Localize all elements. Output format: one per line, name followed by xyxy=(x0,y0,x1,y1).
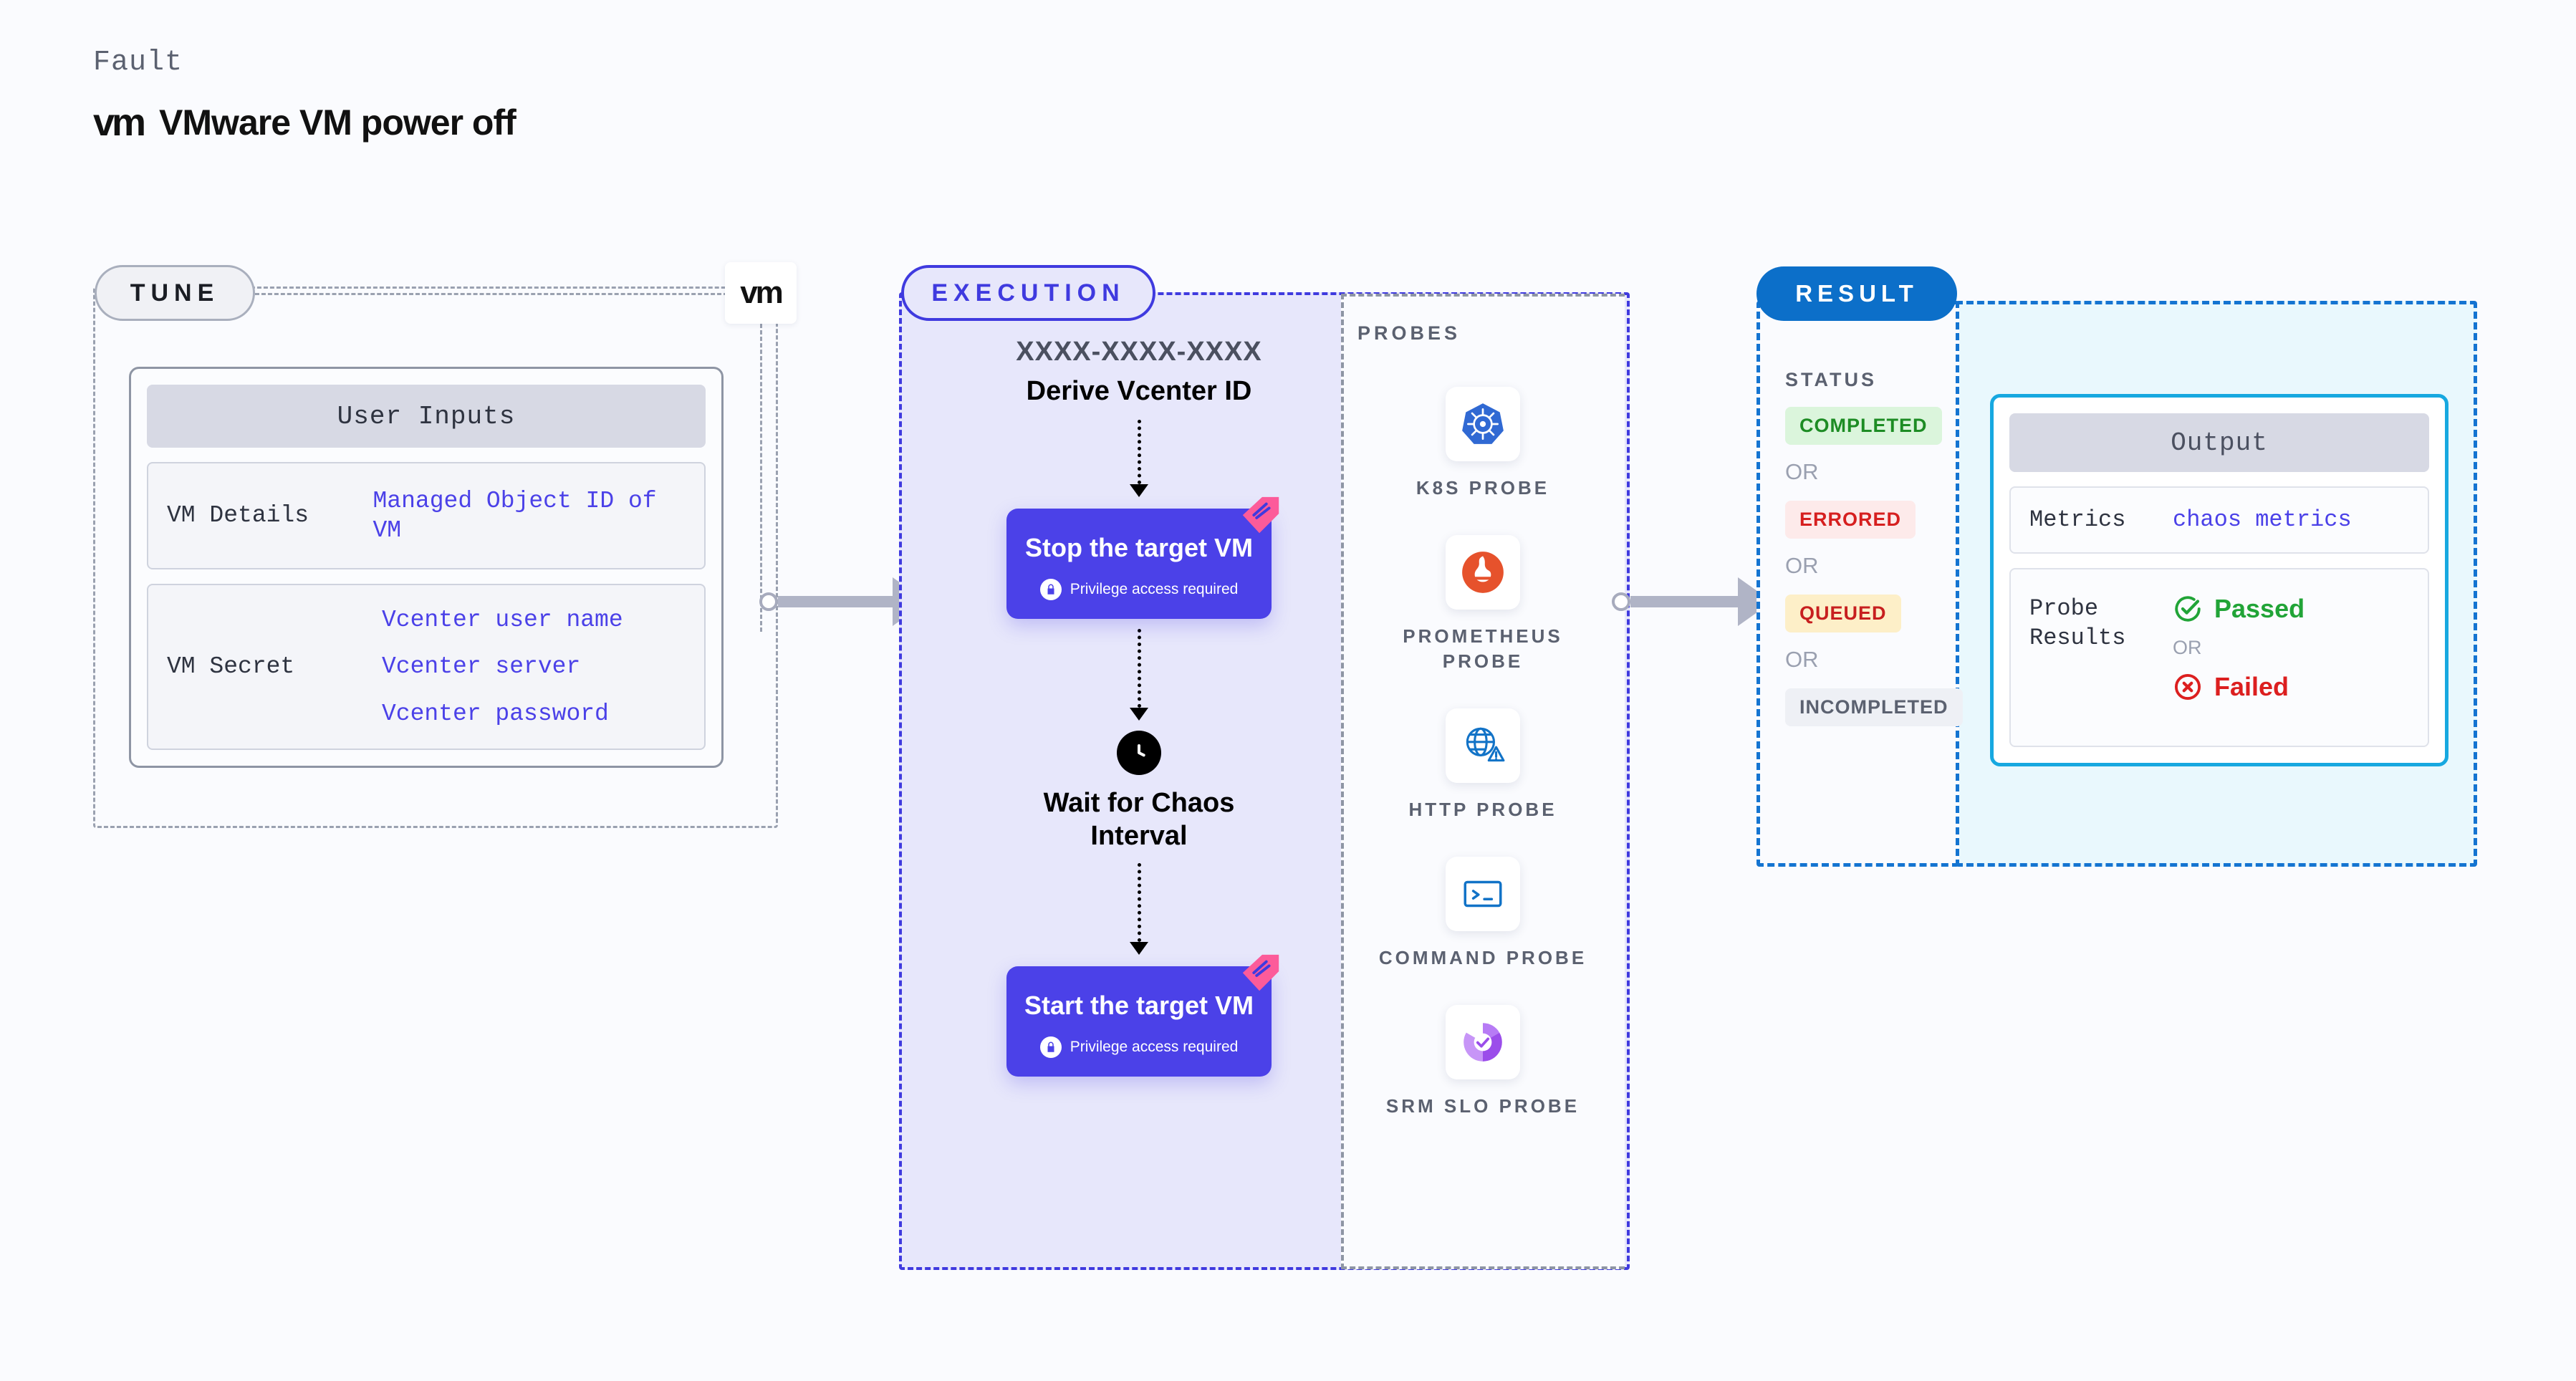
derive-vcenter-id-label: Derive Vcenter ID xyxy=(1026,376,1252,406)
status-title: STATUS xyxy=(1785,369,1877,390)
probe-item-command[interactable]: COMMAND PROBE xyxy=(1379,857,1587,971)
probe-label: K8S PROBE xyxy=(1416,477,1550,499)
flow-arrow-1 xyxy=(1130,420,1148,497)
probes-list: K8S PROBE PROMETHEUS PROBE HTTP PROBE xyxy=(1341,387,1625,1120)
connector-bar xyxy=(1630,596,1739,607)
start-card-privilege-row: Privilege access required xyxy=(1021,1036,1257,1058)
start-card-title: Start the target VM xyxy=(1024,990,1254,1020)
execution-pill-label[interactable]: EXECUTION xyxy=(901,265,1155,321)
start-card-privilege-text: Privilege access required xyxy=(1070,1038,1239,1055)
arrow-tip xyxy=(1130,708,1148,721)
input-value: Vcenter password xyxy=(382,700,609,727)
probe-results-label: Probe Results xyxy=(2029,595,2126,652)
input-value: Managed Object ID of VM xyxy=(373,487,657,544)
flow-arrow-2 xyxy=(1130,629,1148,721)
prometheus-icon xyxy=(1446,535,1520,610)
stop-card-privilege-row: Privilege access required xyxy=(1021,579,1257,600)
output-title: Output xyxy=(2009,413,2429,472)
probe-item-k8s[interactable]: K8S PROBE xyxy=(1416,387,1549,501)
metrics-value: chaos metrics xyxy=(2173,506,2352,534)
input-label: VM Secret xyxy=(167,653,295,680)
connector-start-dot xyxy=(1612,592,1630,611)
stop-card-title: Stop the target VM xyxy=(1024,533,1253,562)
vmware-badge-icon: vm xyxy=(725,262,797,324)
or-separator: OR xyxy=(1785,553,1819,578)
http-globe-warning-icon xyxy=(1445,708,1520,784)
probes-title: PROBES xyxy=(1357,322,1461,344)
input-value: Vcenter server xyxy=(382,653,581,680)
probe-item-prometheus[interactable]: PROMETHEUS PROBE xyxy=(1375,535,1590,674)
chaos-badge-icon xyxy=(1242,496,1279,534)
or-separator: OR xyxy=(1785,647,1819,672)
chaos-badge-icon xyxy=(1242,954,1279,991)
output-card: Output Metrics chaos metrics Probe Resul… xyxy=(1990,394,2448,766)
passed-label: Passed xyxy=(2214,593,2305,623)
vmware-badge-stem xyxy=(760,324,762,632)
metrics-label: Metrics xyxy=(2029,506,2126,533)
clock-icon xyxy=(1117,731,1161,775)
page-kicker: Fault xyxy=(93,47,183,79)
status-badge-queued: QUEUED xyxy=(1785,595,1901,632)
check-circle-icon xyxy=(2175,595,2201,622)
vmware-logo-icon: vm xyxy=(93,101,146,144)
result-status-panel xyxy=(1756,301,1959,867)
kubernetes-icon xyxy=(1445,387,1520,461)
failed-label: Failed xyxy=(2214,671,2289,701)
status-badge-completed: COMPLETED xyxy=(1785,407,1942,445)
srm-slo-icon xyxy=(1445,1005,1520,1080)
connector-start-dot xyxy=(759,592,778,611)
probe-label: PROMETHEUS PROBE xyxy=(1403,625,1563,673)
input-label: VM Details xyxy=(167,501,309,529)
probe-result-failed: Failed xyxy=(2173,672,2305,702)
terminal-icon xyxy=(1446,857,1520,932)
tune-pill-label[interactable]: TUNE xyxy=(95,265,255,321)
probe-label: HTTP PROBE xyxy=(1408,799,1557,821)
lock-icon xyxy=(1039,579,1062,600)
stop-target-vm-card[interactable]: Stop the target VM Privilege access requ… xyxy=(1006,496,1279,619)
connector-bar xyxy=(778,596,894,607)
user-inputs-card: User Inputs VM Details Managed Object ID… xyxy=(129,367,724,768)
arrow-tip xyxy=(1130,941,1148,955)
probe-label: SRM SLO PROBE xyxy=(1385,1095,1580,1117)
status-badge-errored: ERRORED xyxy=(1785,501,1916,539)
output-row-probe-results: Probe Results Passed OR Failed xyxy=(2009,567,2429,747)
status-badge-incompleted: INCOMPLETED xyxy=(1785,688,1963,726)
flow-arrow-3 xyxy=(1130,862,1148,955)
x-circle-icon xyxy=(2174,673,2201,700)
or-separator: OR xyxy=(2173,636,2202,658)
probe-item-srm-slo[interactable]: SRM SLO PROBE xyxy=(1386,1005,1580,1119)
probe-label: COMMAND PROBE xyxy=(1378,947,1587,969)
probe-item-http[interactable]: HTTP PROBE xyxy=(1408,708,1557,822)
page-header: Fault vm VMware VM power off xyxy=(93,47,516,145)
status-block: STATUS COMPLETED OR ERRORED OR QUEUED OR… xyxy=(1785,369,1963,726)
arrow-line xyxy=(1137,420,1141,484)
input-value: Vcenter user name xyxy=(382,607,623,633)
output-row-metrics: Metrics chaos metrics xyxy=(2009,486,2429,554)
derive-vcenter-id-value: XXXX-XXXX-XXXX xyxy=(1016,337,1262,367)
arrow-line xyxy=(1137,629,1141,708)
or-separator: OR xyxy=(1785,459,1819,484)
tune-dashed-connector xyxy=(255,293,728,295)
wait-for-chaos-interval-label: Wait for Chaos Interval xyxy=(1043,788,1235,852)
start-target-vm-card[interactable]: Start the target VM Privilege access req… xyxy=(1006,954,1279,1077)
page-title-row: vm VMware VM power off xyxy=(93,100,516,145)
execution-flow: XXXX-XXXX-XXXX Derive Vcenter ID Stop th… xyxy=(924,337,1354,1077)
stop-card-privilege-text: Privilege access required xyxy=(1070,581,1239,597)
lock-icon xyxy=(1039,1036,1062,1058)
arrow-line xyxy=(1137,862,1141,942)
input-row-vm-secret: VM Secret Vcenter user name Vcenter serv… xyxy=(147,584,706,750)
page-title: VMware VM power off xyxy=(159,102,516,143)
user-inputs-title: User Inputs xyxy=(147,385,706,448)
arrow-tip xyxy=(1130,484,1148,497)
tune-panel xyxy=(93,287,778,828)
result-pill-label[interactable]: RESULT xyxy=(1756,266,1957,321)
probe-result-passed: Passed xyxy=(2173,594,2305,624)
input-row-vm-details: VM Details Managed Object ID of VM xyxy=(147,462,706,569)
